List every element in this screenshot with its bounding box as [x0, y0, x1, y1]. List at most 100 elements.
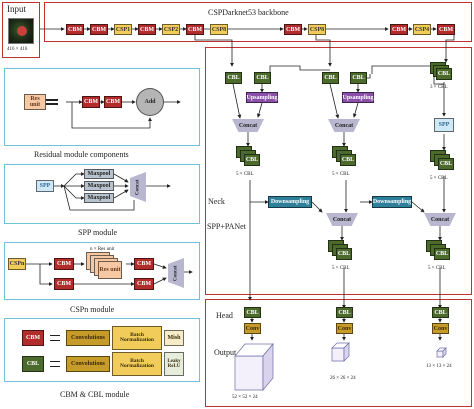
- cbm-bn: Batch Normalization: [112, 326, 162, 350]
- neck-five-cbl: 5 × CBL: [430, 176, 448, 181]
- neck-cbl-stack: CBL: [430, 62, 460, 84]
- neck-concat: Concat: [326, 213, 358, 226]
- spp-maxpool: Maxpool: [84, 181, 114, 191]
- neck-cbl: CBL: [350, 72, 367, 84]
- cspn-label-block: CSPn: [8, 258, 26, 270]
- backbone-block-cbm: CBM: [138, 24, 156, 35]
- cube-large-side: [262, 343, 274, 391]
- backbone-block-cbm: CBM: [186, 24, 204, 35]
- neck-upsampling: Upsampling: [342, 92, 374, 103]
- fruit-shape: [17, 26, 27, 36]
- output-size-large: 52 × 52 × 24: [232, 395, 258, 400]
- head-conv: Conv: [432, 323, 449, 334]
- spp-module-spp: SPP: [36, 180, 54, 192]
- spp-maxpool: Maxpool: [84, 193, 114, 203]
- cspn-cbm: CBM: [134, 258, 154, 270]
- neck-cbl: CBL: [340, 154, 356, 166]
- head-conv: Conv: [244, 323, 261, 334]
- neck-cbl: CBL: [438, 158, 454, 170]
- head-cbl: CBL: [432, 307, 449, 318]
- neck-cbl: CBL: [336, 248, 352, 260]
- head-cbl: CBL: [244, 307, 261, 318]
- head-label: Head: [216, 311, 233, 320]
- residual-add: Add: [136, 88, 164, 116]
- neck-cbl-stack: CBL: [332, 146, 362, 170]
- neck-upsampling: Upsampling: [246, 92, 278, 103]
- backbone-block-cbm: CBM: [90, 24, 108, 35]
- backbone-block-csp2: CSP2: [162, 24, 180, 35]
- residual-cbm: CBM: [82, 96, 100, 108]
- input-title: Input: [7, 4, 26, 14]
- neck-three-cbl: 3 × CBL: [430, 85, 448, 90]
- neck-downsampling: Downsampling: [268, 196, 312, 208]
- cube-small-side: [442, 347, 447, 358]
- cspn-res-unit: Res unit: [98, 261, 122, 279]
- cspn-frame: [4, 242, 200, 300]
- neck-five-cbl: 5 × CBL: [332, 172, 350, 177]
- output-label: Output: [214, 348, 237, 357]
- output-size-small: 13 × 13 × 24: [426, 364, 452, 369]
- backbone-block-cbm: CBM: [284, 24, 302, 35]
- cbm-cbl-caption: CBM & CBL module: [60, 390, 130, 399]
- neck-frame: [205, 47, 472, 295]
- head-cbl: CBL: [336, 307, 353, 318]
- neck-five-cbl: 5 × CBL: [236, 172, 254, 177]
- cspn-caption: CSPn module: [70, 305, 115, 314]
- cube-large-front: [234, 355, 264, 391]
- residual-frame: [4, 68, 200, 146]
- cspn-cbm: CBM: [54, 258, 74, 270]
- input-image: [8, 18, 34, 44]
- spp-module-caption: SPP module: [78, 228, 118, 237]
- cube-small-front: [436, 350, 444, 358]
- cube-medium-side: [343, 342, 350, 362]
- neck-concat: Concat: [232, 119, 264, 132]
- residual-caption: Residual module components: [34, 150, 129, 159]
- cbl-leaky-relu: Leaky ReLU: [164, 352, 184, 376]
- neck-cbl-stack: CBL: [430, 150, 460, 174]
- backbone-block-cbm: CBM: [390, 24, 408, 35]
- neck-cbl: CBL: [254, 72, 271, 84]
- backbone-block-csp8: CSP8: [308, 24, 326, 35]
- residual-cbm: CBM: [104, 96, 122, 108]
- cube-medium-front: [331, 347, 345, 362]
- output-size-medium: 26 × 26 × 24: [330, 376, 356, 381]
- cspn-cbm: CBM: [134, 278, 154, 290]
- neck-cbl: CBL: [225, 72, 242, 84]
- backbone-block-cbm: CBM: [66, 24, 84, 35]
- cbl-bn: Batch Normalization: [112, 352, 162, 376]
- cbl-conv: Convolutions: [66, 356, 110, 372]
- neck-concat: Concat: [328, 119, 360, 132]
- neck-spp: SPP: [434, 118, 454, 132]
- neck-cbl-stack: CBL: [236, 146, 266, 170]
- neck-five-cbl: 5 × CBL: [332, 266, 350, 271]
- neck-cbl: CBL: [434, 248, 450, 260]
- cbm-module-cbm: CBM: [22, 330, 44, 346]
- cbm-cbl-frame: [4, 318, 200, 382]
- head-frame: [205, 299, 472, 407]
- cspn-n-res: n × Res unit: [90, 247, 115, 252]
- spp-maxpool: Maxpool: [84, 169, 114, 179]
- cspn-cbm: CBM: [54, 278, 74, 290]
- neck-five-cbl: 5 × CBL: [428, 266, 446, 271]
- equals-sign: [50, 335, 60, 341]
- cbm-mish: Mish: [164, 330, 184, 346]
- neck-downsampling: Downsampling: [372, 196, 412, 208]
- spp-module-frame: [4, 164, 200, 224]
- neck-cbl: CBL: [322, 72, 339, 84]
- cbl-module-cbl: CBL: [22, 356, 44, 372]
- equals-sign: [50, 361, 60, 367]
- backbone-block-csp4: CSP4: [413, 24, 431, 35]
- input-frame: [2, 2, 40, 58]
- input-size: 416 × 416: [7, 47, 28, 52]
- neck-concat: Concat: [424, 213, 456, 226]
- neck-cbl: CBL: [244, 154, 260, 166]
- neck-cbl-stack: CBL: [328, 240, 358, 264]
- cspn-res-stack: Res unit: [86, 252, 128, 280]
- output-cubes: [234, 342, 447, 391]
- backbone-frame: [44, 2, 472, 42]
- neck-cbl: CBL: [436, 68, 452, 80]
- backbone-title: CSPDarknet53 backbone: [208, 8, 289, 17]
- backbone-block-csp1: CSP1: [114, 24, 132, 35]
- residual-res-unit: Res unit: [24, 94, 46, 110]
